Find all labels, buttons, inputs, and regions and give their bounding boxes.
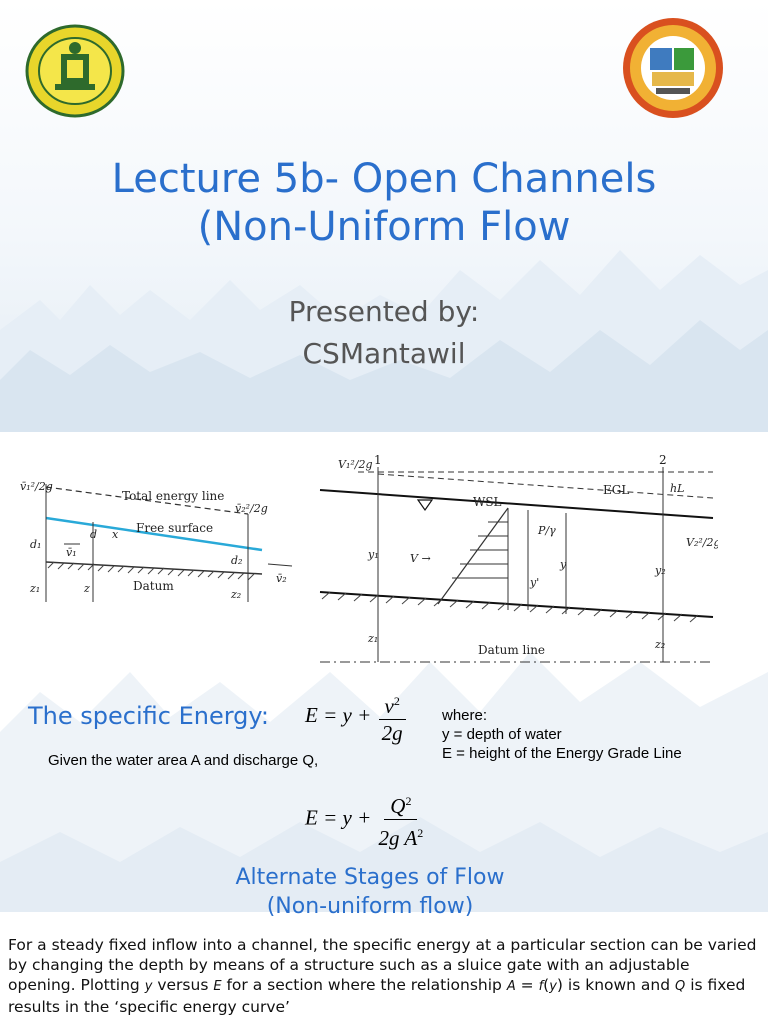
p-over-gamma-symbol: P/γ: [537, 524, 556, 537]
paragraph-text-1: For a steady fixed inflow into a channel…: [8, 936, 757, 994]
hl-symbol: hL: [670, 482, 684, 495]
college-logo: [623, 18, 723, 118]
title-slide: Lecture 5b- Open Channels (Non-Uniform F…: [0, 0, 768, 432]
paragraph-text-4: is fixed results in the ‘specific energy…: [8, 976, 746, 1016]
paragraph-var-a: A: [506, 979, 516, 994]
free-surface-line: [45, 516, 263, 552]
paragraph-var-q: Q: [675, 979, 686, 994]
paragraph-var-f: f: [538, 979, 544, 994]
station-2-label: 2: [659, 453, 667, 467]
y-prime-symbol: y': [529, 576, 539, 589]
channel-bed-line: [319, 591, 714, 618]
v2-symbol: v̄₂: [276, 572, 287, 585]
lecture-title-line1: Lecture 5b- Open Channels: [111, 156, 657, 202]
alternate-stages-paragraph: For a steady fixed inflow into a channel…: [8, 936, 757, 1016]
e-definition: E = height of the Energy Grade Line: [442, 745, 682, 762]
wsl-egl-diagram: 1 2 WSL EGL Datum line V₁²/2g V₂²/2g hL …: [319, 453, 718, 663]
where-label: where:: [442, 707, 488, 724]
total-energy-line: [45, 486, 249, 515]
d2-symbol: d₂: [231, 554, 242, 567]
university-logo: [25, 24, 125, 118]
paragraph-text-3: is known and: [562, 976, 676, 994]
presenter-name: CSMantawil: [302, 337, 466, 370]
free-surface-label: Free surface: [136, 521, 213, 535]
lecture-title-line2: (Non-Uniform Flow: [197, 204, 571, 250]
presented-by-label: Presented by:: [288, 295, 480, 328]
paragraph-text-versus: versus: [152, 976, 214, 994]
paragraph-text-2: for a section where the relationship: [221, 976, 507, 994]
given-text: Given the water area A and discharge Q,: [48, 752, 319, 769]
datum-line-label: Datum line: [478, 643, 545, 657]
d-symbol: d: [90, 528, 97, 541]
specific-energy-heading: The specific Energy:: [28, 702, 269, 730]
v2-head-symbol: v̄₂²/2g: [235, 502, 268, 515]
y-definition: y = depth of water: [442, 726, 562, 743]
definitions-block: where: y = depth of water E = height of …: [442, 706, 682, 763]
z2-symbol: z₂: [230, 588, 241, 601]
v1-symbol: v̄₁: [66, 546, 77, 559]
y-symbol: y: [559, 558, 567, 571]
content-slide: Total energy line Free surface Datum v̄₁…: [0, 432, 768, 1024]
y1-symbol: y₁: [367, 548, 379, 561]
forest-background-2: [0, 432, 768, 1024]
z1-symbol-right: z₁: [367, 632, 378, 645]
energy-line-diagram: Total energy line Free surface Datum v̄₁…: [20, 480, 293, 602]
paragraph-var-y: y: [144, 979, 153, 994]
x-symbol: x: [112, 528, 119, 541]
datum-label: Datum: [133, 579, 174, 593]
egl-label: EGL: [603, 483, 629, 497]
v1-head-symbol-right: V₁²/2g: [338, 458, 373, 471]
paragraph-var-y2: y: [549, 979, 557, 994]
d1-symbol: d₁: [30, 538, 41, 551]
egl-sloped-line: [377, 473, 714, 499]
z1-symbol: z₁: [29, 582, 40, 595]
wsl-label: WSL: [473, 495, 502, 509]
v2-head-symbol-right: V₂²/2g: [686, 536, 718, 549]
water-surface-symbol: [416, 499, 434, 512]
paragraph-var-e: E: [213, 979, 222, 994]
paragraph-text-equals: =: [515, 976, 539, 994]
total-energy-line-label: Total energy line: [122, 489, 224, 503]
v1-head-symbol: v̄₁²/2g: [20, 480, 53, 493]
velocity-profile: [437, 507, 509, 605]
station-1-label: 1: [374, 453, 382, 467]
z-symbol: z: [83, 582, 90, 595]
y2-symbol: y₂: [654, 564, 666, 577]
alternate-stages-title-line1: Alternate Stages of Flow: [235, 865, 505, 890]
v-symbol: V →: [410, 552, 431, 565]
water-surface-line: [319, 489, 714, 519]
alternate-stages-title-line2: (Non-uniform flow): [266, 894, 474, 919]
z2-symbol-right: z₂: [654, 638, 665, 651]
